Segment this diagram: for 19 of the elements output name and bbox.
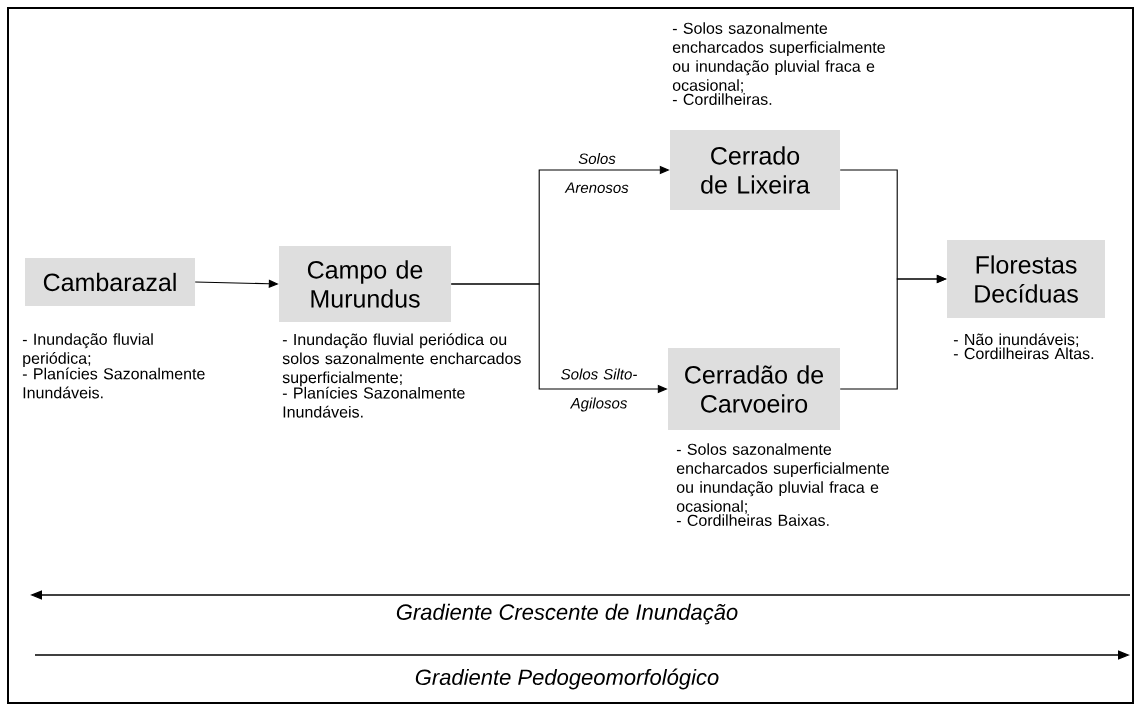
note-text: - Inundação fluvial periódica ou solos sazonalmente encharcados superficialmente; — [282, 333, 521, 387]
note-text: - Planícies Sazonalmente Inundáveis. — [22, 367, 205, 399]
vegetation-box: Cerradão de Carvoeiro — [668, 348, 840, 430]
vegetation-box: Campo de Murundus — [279, 246, 451, 322]
note-text: - Cordilheiras Altas. — [953, 347, 1094, 360]
vegetation-box: Cambarazal — [25, 258, 195, 306]
note-text: - Planícies Sazonalmente Inundáveis. — [282, 386, 465, 418]
note-text: - Solos sazonalmente encharcados superficialmente ou inundação pluvial fraca e ocasional; — [676, 443, 889, 514]
note-text: - Não inundáveis; — [953, 333, 1079, 347]
edge-label: Solos Arenosos — [564, 153, 629, 193]
note-text: - Inundação fluvial periódica; — [22, 333, 153, 368]
note-text: - Cordilheiras. — [672, 93, 772, 105]
edge-label: Solos Silto-Agilosos — [561, 368, 637, 412]
note-text: - Solos sazonalmente encharcados superficialmente ou inundação pluvial fraca e ocasional; — [672, 22, 885, 93]
gradient-label: Gradiente Crescente de Inundação — [396, 603, 738, 625]
gradient-label: Gradiente Pedogeomorfológico — [415, 668, 719, 690]
vegetation-box: Florestas Decíduas — [947, 240, 1105, 318]
vegetation-box: Cerrado de Lixeira — [670, 130, 840, 210]
note-text: - Cordilheiras Baixas. — [676, 514, 829, 526]
